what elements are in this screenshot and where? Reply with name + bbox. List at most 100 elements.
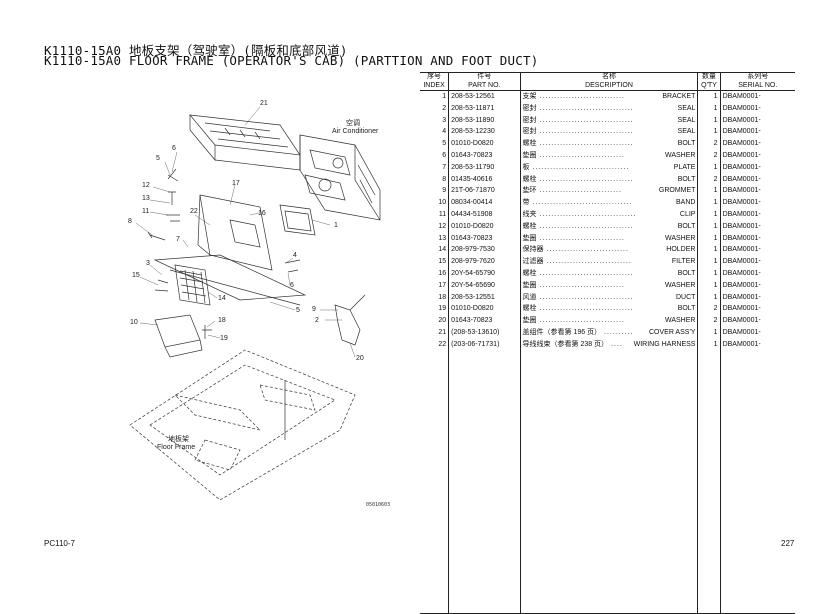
part-number-cell: 208-53-11890 [448, 114, 521, 127]
quantity-cell: 1 [697, 291, 721, 304]
callout-number: 13 [142, 195, 150, 202]
dot-leader: .................................. [529, 199, 633, 207]
quantity-cell: 1 [697, 161, 721, 174]
description-en: WASHER [664, 281, 696, 289]
description-cell: 密封 ................................SEAL [520, 114, 699, 127]
callout-number: 14 [218, 295, 226, 302]
part-number-cell: (208-53-13610) [448, 326, 521, 339]
part-number-cell: 208-979-7530 [448, 244, 521, 257]
quantity-cell: 1 [697, 256, 721, 268]
empty-cell [697, 350, 721, 614]
serial-cell: DBAM0001- [722, 246, 761, 254]
parts-list-table: 序号 件号 名称 数量 系列号 INDEX PART NO. DESCRIPTI… [420, 72, 795, 614]
serial-cell: DBAM0001- [722, 281, 761, 289]
callout-number: 1 [334, 222, 338, 229]
description-cell: 保持器 ............................HOLDER [520, 244, 699, 257]
serial-cell: DBAM0001- [722, 175, 761, 183]
quantity-cell: 2 [697, 173, 721, 186]
empty-cell [720, 350, 795, 614]
dot-leader: ................................ [536, 116, 634, 124]
callout-number: 5 [156, 155, 160, 162]
index-cell: 18 [420, 291, 450, 304]
index-cell: 3 [420, 114, 450, 127]
index-cell: 1 [420, 90, 450, 103]
dot-leader: ................................ [536, 222, 634, 230]
header-serial-en: SERIAL NO. [720, 81, 795, 91]
description-cell: 螺栓 ................................BOLT [520, 267, 699, 280]
exploded-parts-diagram: 空调 Air Conditioner 地板架 Floor Frame 21561… [128, 100, 381, 501]
description-cell: 螺栓 ................................BOLT [520, 138, 699, 150]
description-en: SEAL [677, 104, 696, 112]
callout-number: 6 [290, 282, 294, 289]
quantity-cell: 1 [697, 114, 721, 127]
description-cn: 保持器 [522, 246, 544, 254]
header-part-cn: 件号 [448, 72, 521, 82]
callout-number: 9 [312, 306, 316, 313]
table-header-row-cn: 序号 件号 名称 数量 系列号 [420, 72, 795, 82]
description-en: BOLT [677, 269, 696, 277]
description-en: BAND [676, 199, 696, 207]
filter-holder-drawing [174, 264, 211, 306]
dot-leader: ................................ [536, 305, 634, 313]
serial-cell: DBAM0001- [722, 305, 761, 313]
quantity-cell: 1 [697, 267, 721, 280]
description-cell: 密封 ................................SEAL [520, 126, 699, 139]
description-en: COVER ASS'Y [648, 328, 696, 336]
dot-leader: ............................. [536, 234, 625, 242]
description-en: SEAL [677, 116, 696, 124]
index-cell: 8 [420, 173, 450, 186]
description-cn: 线夹 [522, 210, 537, 218]
index-cell: 14 [420, 244, 450, 257]
description-en: BRACKET [662, 93, 696, 100]
header-index-cn: 序号 [420, 72, 450, 82]
description-cn: 导线线束（参看第 238 页） [522, 340, 609, 348]
dot-leader: ................................ [536, 293, 634, 301]
description-cn: 螺栓 [522, 269, 537, 277]
description-cell: 密封 ................................SEAL [520, 102, 699, 115]
description-cell: 螺栓 ................................BOLT [520, 220, 699, 233]
description-en: WIRING HARNESS [633, 340, 696, 348]
serial-cell: DBAM0001- [722, 163, 761, 171]
description-cn: 螺栓 [522, 175, 537, 183]
dot-leader: ................................ [536, 128, 634, 136]
description-cn: 螺栓 [522, 305, 537, 313]
floor-frame-drawing [129, 349, 356, 501]
callout-number: 18 [218, 317, 226, 324]
description-cn: 螺栓 [522, 140, 537, 148]
serial-cell: DBAM0001- [722, 328, 761, 336]
filter-drawing [279, 204, 316, 236]
index-cell: 17 [420, 279, 450, 292]
quantity-cell: 1 [697, 90, 721, 103]
description-cn: 垫圈 [522, 317, 537, 325]
description-cn: 垫圈 [522, 281, 537, 289]
description-cell: 风道 ................................DUCT [520, 291, 699, 304]
index-cell: 21 [420, 326, 450, 339]
floor-frame-label-en: Floor Frame [157, 444, 195, 451]
description-cell: 板 .................................PLATE [520, 161, 699, 174]
description-en: WASHER [664, 234, 696, 242]
description-en: BOLT [677, 222, 696, 230]
header-description-cn: 名称 [520, 72, 699, 82]
illustration-code: 05010603 [366, 502, 391, 508]
dot-leader: .......... [601, 328, 634, 336]
page-number: 227 [781, 539, 795, 548]
quantity-cell: 1 [697, 338, 721, 351]
partition-bracket-drawing [197, 194, 273, 271]
quantity-cell: 1 [697, 185, 721, 198]
dot-leader: ................................. [529, 163, 630, 171]
header-index-en: INDEX [420, 81, 450, 91]
dot-leader: ............................. [536, 93, 625, 100]
index-cell: 22 [420, 338, 450, 351]
description-cn: 板 [522, 163, 530, 171]
callout-number: 17 [232, 180, 240, 187]
callout-number: 16 [258, 210, 266, 217]
header-serial-cn: 系列号 [720, 72, 795, 82]
description-cn: 风道 [522, 293, 537, 301]
